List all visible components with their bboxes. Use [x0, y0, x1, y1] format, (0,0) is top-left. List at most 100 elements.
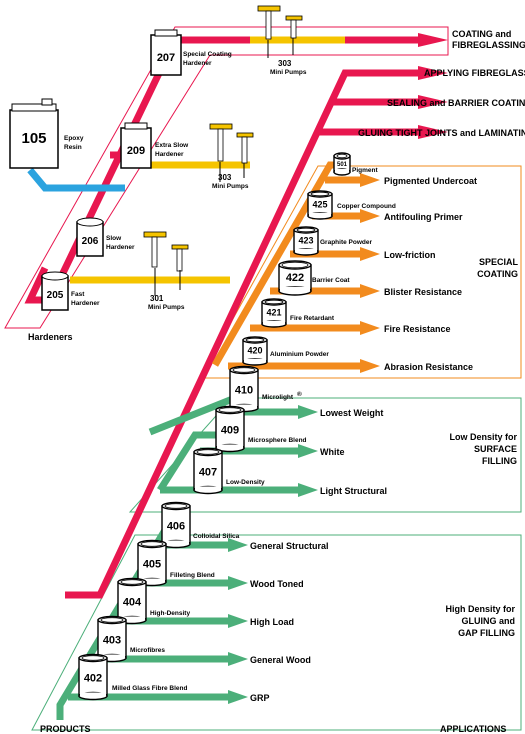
- app-gluing: GLUING TIGHT JOINTS and LAMINATING: [358, 128, 525, 138]
- special-product-422: Barrier Coat: [312, 277, 350, 284]
- high-can-405-number: 405: [143, 559, 161, 571]
- low-application-410: Lowest Weight: [320, 408, 383, 418]
- hardener-209-line2: Hardener: [155, 151, 184, 158]
- hardener-205-line1: Fast: [71, 291, 85, 298]
- pump-303-middle: [209, 123, 254, 182]
- high-can-406: 406: [161, 501, 191, 549]
- high-application-403: General Wood: [250, 655, 311, 665]
- high-application-405: Wood Toned: [250, 579, 304, 589]
- green-high-arrows: [228, 538, 248, 704]
- app-fibreglass: APPLYING FIBREGLASS: [424, 68, 525, 78]
- registered-mark: ®: [297, 390, 302, 398]
- hardener-206-can: 206: [76, 217, 104, 257]
- low-application-407: Light Structural: [320, 486, 387, 496]
- high-product-403: Microfibres: [130, 647, 165, 654]
- high-product-404: High-Density: [150, 610, 190, 617]
- hardener-209-can: 209: [120, 122, 152, 169]
- special-group-line2: COATING: [477, 269, 518, 279]
- low-group-line3: FILLING: [482, 456, 517, 466]
- high-product-402: Milled Glass Fibre Blend: [112, 685, 188, 692]
- green-low-arrows: [298, 405, 318, 497]
- pump-301: [143, 231, 189, 296]
- blue-lines: [27, 167, 125, 192]
- pump-3-number: 301: [150, 294, 164, 303]
- hardener-207-can: 207: [150, 29, 182, 76]
- low-product-407: Low-Density: [226, 479, 265, 486]
- app-coating-line1: COATING and: [452, 29, 511, 39]
- special-product-423: Graphite Powder: [320, 239, 372, 246]
- high-group-line3: GAP FILLING: [458, 628, 515, 638]
- pump-1-label: Mini Pumps: [270, 69, 307, 76]
- high-density-outline: [31, 534, 522, 731]
- special-can-420: 420: [242, 336, 268, 366]
- hardener-205-can: 205: [41, 271, 69, 311]
- high-can-405: 405: [137, 539, 167, 587]
- special-can-422: 422: [278, 260, 312, 296]
- resin-label-1: Epoxy: [64, 135, 84, 142]
- hardener-206-line1: Slow: [106, 235, 122, 242]
- special-application-420: Abrasion Resistance: [384, 362, 473, 372]
- high-application-402: GRP: [250, 693, 270, 703]
- special-can-423: 423: [293, 226, 319, 256]
- hardener-206-line2: Hardener: [106, 244, 135, 251]
- special-application-423: Low-friction: [384, 250, 436, 260]
- high-application-404: High Load: [250, 617, 294, 627]
- special-can-501-number: 501: [337, 162, 348, 168]
- hardener-206-number: 206: [82, 236, 99, 247]
- low-group-line2: SURFACE: [474, 444, 517, 454]
- hardener-209-line1: Extra Slow: [155, 142, 189, 149]
- pump-303-top: [257, 5, 303, 58]
- high-can-402-number: 402: [84, 673, 102, 685]
- footer-products: PRODUCTS: [40, 724, 91, 734]
- low-can-407: 407: [193, 447, 223, 495]
- pump-3-label: Mini Pumps: [148, 304, 185, 311]
- main-red-trunk: [65, 69, 418, 599]
- low-product-409: Microsphere Blend: [248, 437, 307, 444]
- special-application-422: Blister Resistance: [384, 287, 462, 297]
- pump-2-number: 303: [218, 173, 232, 182]
- pump-1-number: 303: [278, 59, 292, 68]
- special-can-501: 501: [333, 152, 351, 176]
- app-sealing: SEALING and BARRIER COATING: [387, 98, 525, 108]
- low-can-410: 410: [229, 365, 259, 413]
- resin-label-2: Resin: [64, 144, 82, 151]
- high-group-line1: High Density for: [445, 604, 515, 614]
- high-can-406-number: 406: [167, 521, 185, 533]
- special-can-421: 421: [261, 298, 287, 328]
- high-group-line2: GLUING and: [462, 616, 516, 626]
- special-product-420: Aluminium Powder: [270, 351, 329, 358]
- special-group-line1: SPECIAL: [479, 257, 519, 267]
- low-can-409: 409: [215, 405, 245, 453]
- special-can-425-number: 425: [312, 200, 327, 210]
- blue-resin-line: [27, 167, 125, 192]
- arrow-sealing: [418, 95, 448, 109]
- special-can-420-number: 420: [247, 346, 262, 356]
- special-application-425: Antifouling Primer: [384, 212, 463, 222]
- resin-number: 105: [21, 130, 46, 147]
- hardener-205-line2: Hardener: [71, 300, 100, 307]
- special-can-423-number: 423: [298, 236, 313, 246]
- app-coating-line2: FIBREGLASSING: [452, 40, 525, 50]
- low-can-410-number: 410: [235, 385, 253, 397]
- special-can-425: 425: [307, 190, 333, 220]
- resin-105-can: 105: [9, 98, 59, 169]
- hardeners-label: Hardeners: [28, 332, 73, 342]
- special-product-501: Pigment: [352, 167, 378, 174]
- high-can-403-number: 403: [103, 635, 121, 647]
- pump-2-label: Mini Pumps: [212, 183, 249, 190]
- hardener-207-number: 207: [157, 52, 175, 64]
- yellow-lines: [70, 36, 345, 284]
- low-can-407-number: 407: [199, 467, 217, 479]
- high-product-406: Colloidal Silica: [193, 533, 240, 540]
- footer-applications: APPLICATIONS: [440, 724, 506, 734]
- red-arrows: [418, 33, 448, 139]
- hardener-207-line2: Hardener: [183, 60, 212, 67]
- special-coating-outline: [199, 165, 522, 379]
- arrow-coating: [418, 33, 448, 47]
- high-can-404-number: 404: [123, 597, 142, 609]
- high-can-403: 403: [97, 615, 127, 663]
